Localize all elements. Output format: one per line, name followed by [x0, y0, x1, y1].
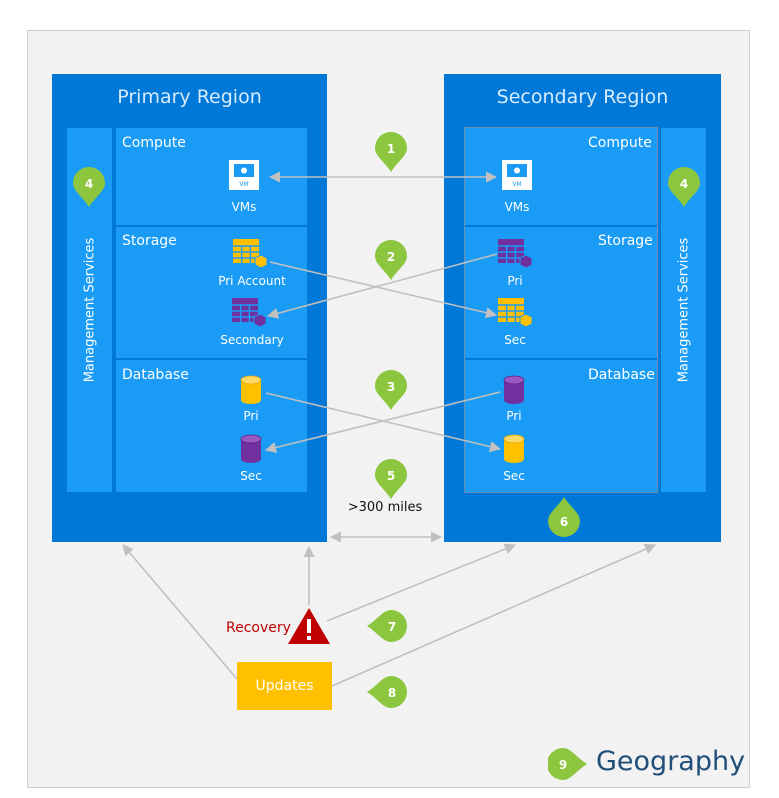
updates-to-secondary-arrow	[331, 543, 657, 687]
svg-text:7: 7	[388, 620, 396, 634]
storage-table-icon	[232, 298, 267, 328]
secondary-compute-title: Compute	[588, 135, 652, 151]
database-icon	[240, 375, 262, 404]
svg-text:1: 1	[387, 142, 395, 156]
step-marker-2: 2	[375, 240, 407, 280]
primary-database-section	[116, 360, 307, 492]
primary-storage-item1-label: Pri Account	[218, 274, 286, 288]
primary-storage-section	[116, 227, 307, 358]
storage-table-icon	[233, 239, 268, 269]
secondary-vms-label: VMs	[504, 200, 530, 214]
step-marker-4-primary: 4	[73, 167, 105, 207]
recovery-to-secondary-arrow	[326, 543, 517, 622]
recovery-label: Recovery	[226, 620, 291, 636]
primary-vms-label: VMs	[231, 200, 257, 214]
secondary-failover-boundary	[464, 127, 658, 493]
secondary-storage-section	[465, 227, 657, 358]
primary-storage-title: Storage	[122, 233, 177, 249]
secondary-database-section	[465, 360, 657, 492]
step-marker-7: 7	[367, 610, 407, 642]
primary-region-title: Primary Region	[117, 86, 262, 108]
database-replication-arrow-back	[264, 391, 501, 454]
secondary-database-item2-label: Sec	[503, 469, 525, 483]
storage-replication-arrow-forward	[269, 261, 498, 319]
warning-icon	[288, 608, 330, 644]
secondary-storage-title: Storage	[598, 233, 653, 249]
storage-table-icon	[498, 239, 533, 269]
secondary-database-item1-label: Pri	[506, 409, 522, 423]
step-marker-1: 1	[375, 132, 407, 172]
vm-icon: VM	[502, 160, 532, 190]
geography-label: Geography	[596, 746, 746, 777]
svg-text:4: 4	[680, 177, 688, 191]
step-marker-8: 8	[367, 676, 407, 708]
updates-box: Updates	[237, 662, 332, 710]
step-marker-3: 3	[375, 370, 407, 410]
svg-text:4: 4	[85, 177, 93, 191]
primary-database-item1-label: Pri	[243, 409, 259, 423]
secondary-region-title: Secondary Region	[496, 86, 669, 108]
secondary-storage-item1-label: Pri	[507, 274, 523, 288]
step-marker-9: 9	[548, 748, 587, 780]
svg-text:9: 9	[559, 758, 567, 772]
svg-text:6: 6	[560, 515, 568, 529]
secondary-storage-item2-label: Sec	[504, 333, 526, 347]
primary-compute-title: Compute	[122, 135, 186, 151]
primary-database-item2-label: Sec	[240, 469, 262, 483]
distance-label: >300 miles	[347, 500, 423, 515]
primary-database-title: Database	[122, 367, 189, 383]
storage-table-icon	[498, 298, 533, 328]
database-icon	[503, 375, 525, 404]
step-marker-6: 6	[548, 497, 580, 537]
svg-text:5: 5	[387, 469, 395, 483]
storage-replication-arrow-back	[266, 253, 498, 319]
svg-text:2: 2	[387, 250, 395, 264]
secondary-database-title: Database	[588, 367, 655, 383]
svg-text:3: 3	[387, 380, 395, 394]
svg-text:8: 8	[388, 686, 396, 700]
primary-storage-item2-label: Secondary	[220, 333, 284, 347]
database-icon	[503, 434, 525, 463]
updates-to-primary-arrow	[122, 544, 238, 680]
step-marker-5: 5	[375, 459, 407, 499]
step-marker-4-secondary: 4	[668, 167, 700, 207]
vm-icon: VM	[229, 160, 259, 190]
database-icon	[240, 434, 262, 463]
vm-icon-text: VM	[239, 181, 248, 188]
vm-icon-text: VM	[512, 181, 521, 188]
